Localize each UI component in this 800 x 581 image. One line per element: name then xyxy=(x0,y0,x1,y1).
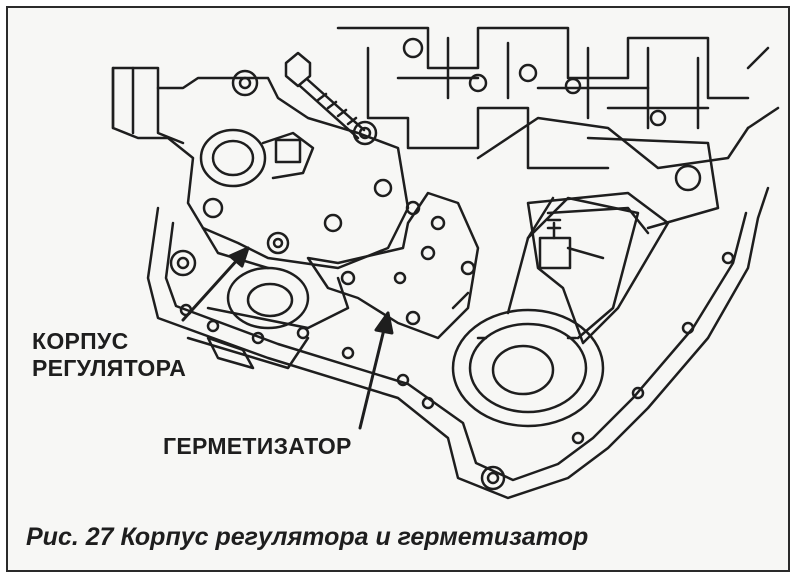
label-regulator-housing-line2: РЕГУЛЯТОРА xyxy=(32,355,187,381)
label-sealer: ГЕРМЕТИЗАТОР xyxy=(163,433,352,459)
leader-arrows xyxy=(181,246,394,430)
accumulator xyxy=(451,196,640,428)
valve-body xyxy=(336,26,780,230)
figure-frame: КОРПУС РЕГУЛЯТОРА ГЕРМЕТИЗАТОР Рис. 27 К… xyxy=(6,6,790,572)
regulator-housing xyxy=(111,66,410,270)
label-regulator-housing-line1: КОРПУС xyxy=(32,328,129,354)
retainer-bracket xyxy=(526,191,670,345)
sealer-plate xyxy=(306,191,480,340)
transmission-illustration xyxy=(111,26,780,500)
pump-bore xyxy=(169,249,310,330)
housing-bolt xyxy=(284,51,366,140)
figure-caption: Рис. 27 Корпус регулятора и герметизатор xyxy=(26,523,589,551)
